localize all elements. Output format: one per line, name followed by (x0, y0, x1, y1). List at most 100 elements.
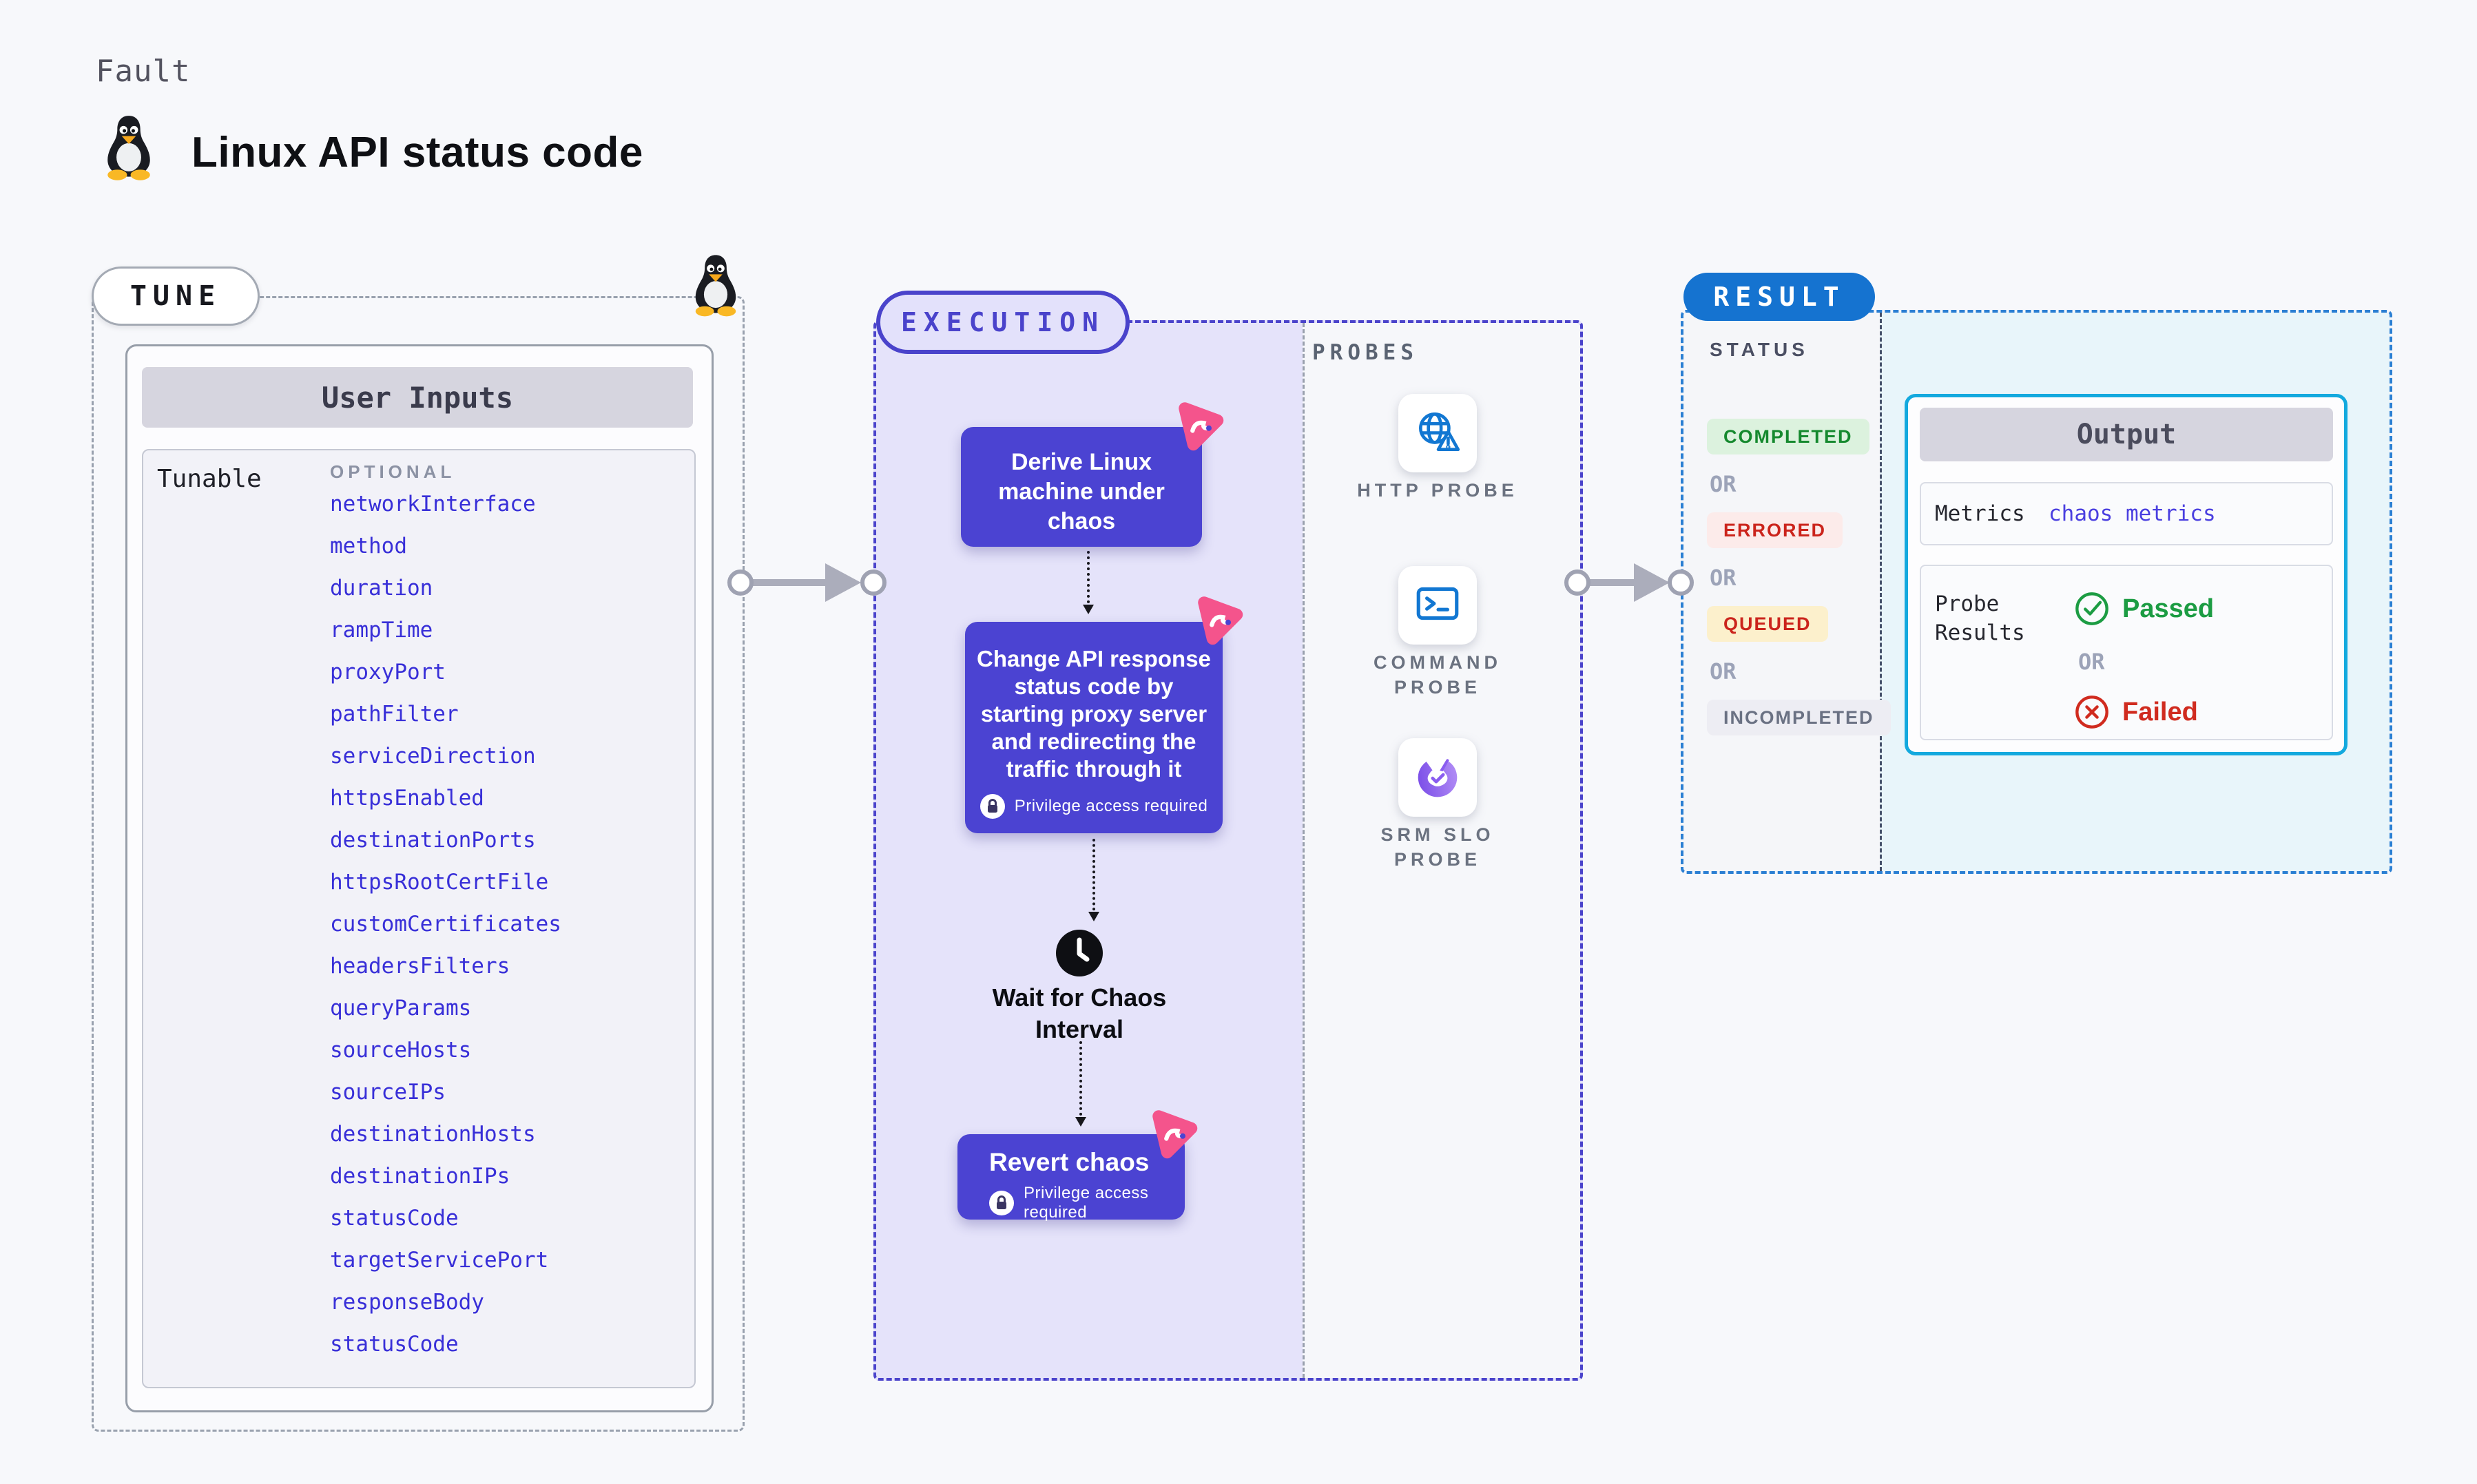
chaos-experiment-icon (1198, 596, 1243, 645)
connector-endpoint (1668, 569, 1694, 596)
tunable-link[interactable]: method (330, 534, 407, 558)
or-label: OR (1710, 565, 1737, 591)
status-column-label: STATUS (1710, 339, 1809, 360)
lock-icon (989, 1191, 1014, 1215)
chaos-experiment-icon (1179, 402, 1224, 451)
tunable-link[interactable]: headersFilters (330, 954, 510, 979)
probe-result-failed: Failed (2074, 694, 2198, 730)
user-inputs-header: User Inputs (142, 367, 693, 428)
tunable-link[interactable]: destinationHosts (330, 1122, 536, 1147)
lock-icon (980, 794, 1005, 819)
probes-section-label: PROBES (1312, 340, 1418, 365)
step-revert-chaos: Revert chaos Privilege access required (957, 1134, 1185, 1222)
tune-to-execution-connector (747, 579, 829, 586)
tunables-list: networkInterface method duration rampTim… (330, 483, 688, 1366)
chaos-metrics-link[interactable]: chaos metrics (2049, 501, 2216, 526)
tunable-link[interactable]: httpsEnabled (330, 786, 484, 811)
tunable-link[interactable]: serviceDirection (330, 744, 536, 769)
step-revert-chaos-label: Revert chaos (989, 1148, 1150, 1176)
failed-label: Failed (2122, 697, 2198, 727)
step-change-status-code: Change API response status code by start… (965, 622, 1223, 833)
status-list: COMPLETED OR ERRORED OR QUEUED OR I (1707, 419, 1891, 752)
or-label: OR (2078, 649, 2105, 675)
output-header: Output (1920, 408, 2333, 461)
tune-to-execution-arrowhead (825, 563, 861, 602)
tunable-row-label: Tunable (157, 465, 262, 493)
tunable-link[interactable]: statusCode (330, 1332, 459, 1357)
tunable-link[interactable]: responseBody (330, 1290, 484, 1315)
page-title: Linux API status code (191, 129, 643, 176)
probe-label: COMMAND PROBE (1374, 652, 1502, 698)
connector-endpoint (1564, 569, 1590, 596)
tunable-link[interactable]: pathFilter (330, 702, 459, 727)
tunable-link[interactable]: sourceIPs (330, 1080, 446, 1105)
command-probe-icon (1412, 578, 1463, 633)
chaos-experiment-icon (1152, 1110, 1198, 1159)
tunable-link[interactable]: proxyPort (330, 660, 446, 684)
tunable-link[interactable]: destinationIPs (330, 1164, 510, 1189)
status-badge: QUEUED (1707, 606, 1828, 642)
metrics-row: Metrics chaos metrics (1920, 482, 2333, 545)
tunable-link[interactable]: rampTime (330, 618, 433, 642)
tunable-link[interactable]: sourceHosts (330, 1038, 472, 1063)
step-derive-machine: Derive Linux machine under chaos (961, 427, 1202, 547)
optional-column-label: OPTIONAL (330, 461, 456, 482)
wait-clock-icon (1056, 930, 1103, 976)
linux-tux-icon (107, 116, 150, 180)
tune-badge: TUNE (92, 267, 260, 326)
result-badge: RESULT (1683, 273, 1875, 321)
status-entry: OR ERRORED (1707, 471, 1879, 565)
probe-item: COMMAND PROBE (1300, 566, 1575, 738)
status-entry: OR INCOMPLETED (1707, 658, 1891, 752)
privilege-note: Privilege access required (989, 1184, 1185, 1222)
flow-arrow (1088, 839, 1099, 921)
passed-label: Passed (2122, 594, 2215, 623)
status-badge: COMPLETED (1707, 419, 1869, 454)
tunable-link[interactable]: queryParams (330, 996, 472, 1021)
tunable-link[interactable]: targetServicePort (330, 1248, 549, 1273)
failed-x-icon (2075, 696, 2108, 729)
step-change-status-code-label: Change API response status code by start… (977, 646, 1211, 782)
tunable-link[interactable]: networkInterface (330, 492, 536, 516)
fault-kicker: Fault (96, 54, 191, 89)
user-inputs-list-panel (142, 449, 696, 1388)
probe-results-label: Probe Results (1935, 592, 2025, 645)
probe-label: SRM SLO PROBE (1380, 824, 1495, 870)
probes-list: HTTP PROBE COMMAND PROBE (1300, 394, 1575, 910)
step-derive-machine-label: Derive Linux machine under chaos (998, 449, 1165, 534)
linux-tux-icon (695, 255, 736, 317)
status-badge: ERRORED (1707, 512, 1843, 548)
status-entry: OR QUEUED (1707, 565, 1879, 658)
connector-endpoint (860, 569, 887, 596)
privilege-note-label: Privilege access required (1024, 1184, 1149, 1222)
wait-for-chaos-label: Wait for Chaos Interval (992, 983, 1167, 1043)
tunable-link[interactable]: customCertificates (330, 912, 561, 937)
probe-item: HTTP PROBE (1300, 394, 1575, 566)
tunable-link[interactable]: destinationPorts (330, 828, 536, 853)
tune-section-box (92, 296, 745, 1432)
status-badge: INCOMPLETED (1707, 700, 1891, 735)
probe-result-passed: Passed (2074, 591, 2214, 627)
status-entry: COMPLETED (1707, 419, 1879, 471)
probes-to-result-connector (1584, 579, 1638, 586)
probe-label: HTTP PROBE (1357, 480, 1518, 501)
tunable-link[interactable]: httpsRootCertFile (330, 870, 549, 895)
privilege-note: Privilege access required (965, 793, 1223, 820)
or-label: OR (1710, 471, 1737, 497)
flow-arrow (1075, 1041, 1086, 1127)
execution-badge: EXECUTION (876, 291, 1130, 354)
probe-results-row: Probe Results Passed OR Failed (1920, 565, 2333, 740)
tunable-link[interactable]: duration (330, 576, 433, 600)
probe-item: SRM SLO PROBE (1300, 738, 1575, 910)
flow-arrow (1083, 551, 1094, 614)
probe-card (1398, 394, 1477, 472)
or-label: OR (1710, 658, 1737, 684)
passed-check-icon (2075, 592, 2108, 625)
probe-card (1398, 566, 1477, 645)
tunable-link[interactable]: statusCode (330, 1206, 459, 1231)
probe-card (1398, 738, 1477, 817)
connector-endpoint (727, 569, 754, 596)
probes-zone (1303, 323, 1580, 1378)
srm-slo-probe-icon (1412, 751, 1463, 805)
